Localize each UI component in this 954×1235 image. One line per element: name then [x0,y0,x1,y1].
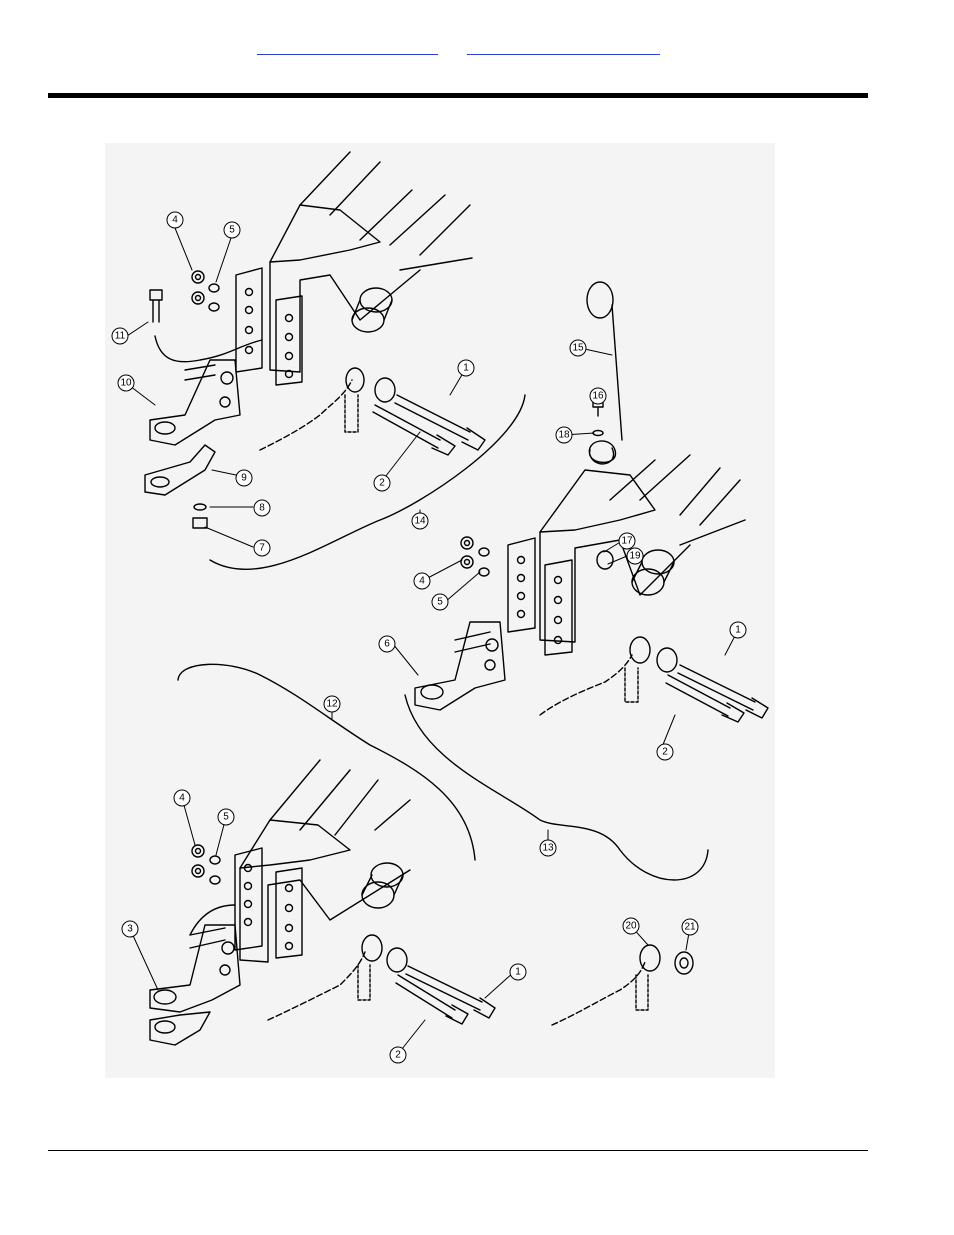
callout-7: 7 [259,543,265,554]
callout-1a: 1 [463,363,469,374]
callout-2b: 2 [662,747,668,758]
callout-14: 14 [414,516,426,527]
callout-2a: 2 [379,478,385,489]
callout-21: 21 [684,922,696,933]
callout-10: 10 [120,378,132,389]
callout-4c: 4 [179,793,185,804]
callout-4a: 4 [172,215,178,226]
callout-3: 3 [127,924,133,935]
callout-15: 15 [572,343,584,354]
callout-1c: 1 [515,967,521,978]
callout-5b: 5 [437,597,443,608]
callout-20: 20 [625,921,637,932]
callout-19: 19 [629,551,641,562]
callout-1b: 1 [735,625,741,636]
callout-8: 8 [259,503,265,514]
callout-9: 9 [241,473,247,484]
callout-18: 18 [558,430,570,441]
callout-5c: 5 [223,812,229,823]
callout-11: 11 [115,331,126,342]
footer-rule [48,1150,868,1151]
callout-2c: 2 [395,1050,401,1061]
callout-12: 12 [326,699,338,710]
callout-16: 16 [592,391,604,402]
callout-17: 17 [621,536,633,547]
callout-5a: 5 [229,225,235,236]
callout-6: 6 [384,639,390,650]
callout-4b: 4 [419,576,425,587]
callout-13: 13 [542,843,554,854]
